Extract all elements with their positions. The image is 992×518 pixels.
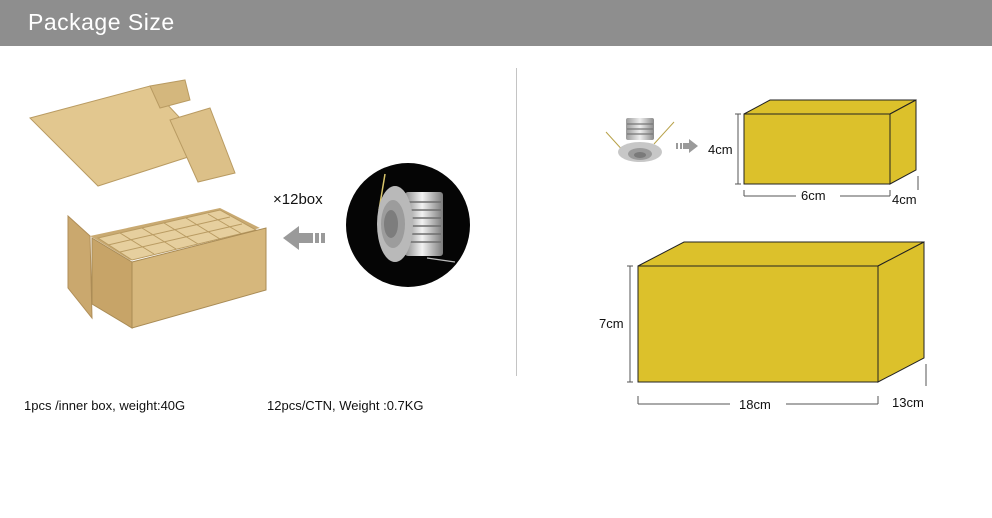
vertical-divider xyxy=(516,68,517,376)
product-spotlight-image xyxy=(346,163,470,287)
small-box-length-label: 6cm xyxy=(801,188,826,203)
carton-caption: 12pcs/CTN, Weight :0.7KG xyxy=(267,398,424,413)
large-box-height-label: 7cm xyxy=(599,316,624,331)
large-box-diagram xyxy=(627,241,927,405)
carton-box-image xyxy=(29,79,267,329)
inner-box-caption: 1pcs /inner box, weight:40G xyxy=(24,398,186,413)
quantity-multiplier-label: ×12box xyxy=(273,191,323,208)
header-bar: Package Size xyxy=(0,0,992,46)
arrow-left-icon xyxy=(283,226,325,250)
small-box-depth-label: 4cm xyxy=(892,192,917,207)
product-small-image xyxy=(605,118,675,162)
large-box-length-label: 18cm xyxy=(739,397,771,412)
large-box-depth-label: 13cm xyxy=(892,395,924,410)
small-box-height-label: 4cm xyxy=(708,142,733,157)
arrow-right-icon xyxy=(676,139,698,153)
small-box-diagram xyxy=(735,99,919,197)
page-title: Package Size xyxy=(28,9,175,35)
